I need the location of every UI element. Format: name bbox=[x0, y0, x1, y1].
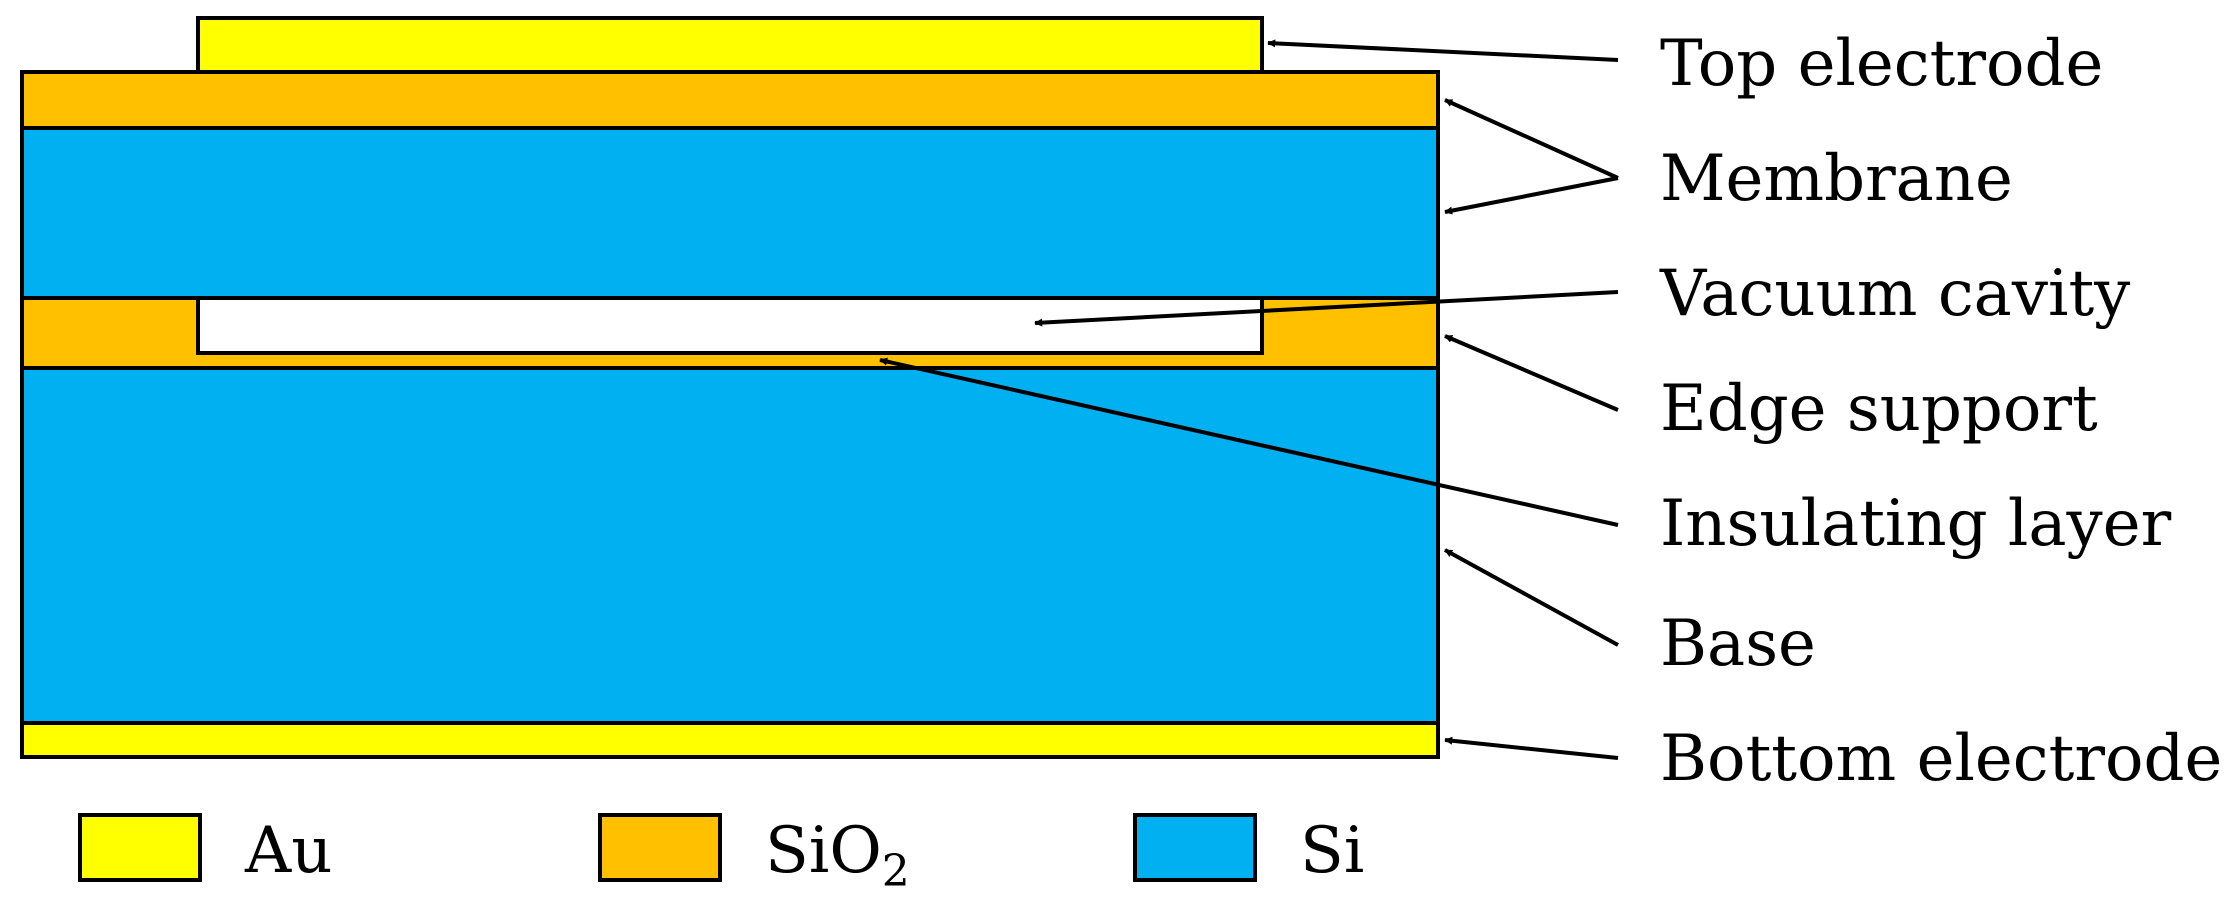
membrane-arrow-lower bbox=[1444, 176, 1619, 215]
legend-label-sio2-base: SiO bbox=[765, 814, 882, 888]
top-electrode-layer bbox=[196, 16, 1264, 74]
legend-label-sio2: SiO2 bbox=[765, 814, 910, 897]
legend: Au SiO2 Si bbox=[78, 813, 1364, 897]
insulating-layer-label: Insulating layer bbox=[1660, 487, 2172, 561]
legend-swatch-au bbox=[78, 813, 202, 882]
legend-label-au: Au bbox=[244, 814, 332, 888]
bottom-electrode-label: Bottom electrode bbox=[1660, 722, 2222, 796]
base-label: Base bbox=[1660, 607, 1816, 681]
legend-swatch-sio2 bbox=[598, 813, 722, 882]
legend-swatch-si bbox=[1133, 813, 1257, 882]
top-electrode-label: Top electrode bbox=[1660, 27, 2103, 101]
legend-label-sio2-subscript: 2 bbox=[882, 846, 910, 897]
bottom-electrode-arrow bbox=[1444, 736, 1619, 760]
edge-support-label: Edge support bbox=[1660, 372, 2098, 446]
vacuum-cavity-arrow bbox=[1034, 290, 1619, 327]
vacuum-cavity-label: Vacuum cavity bbox=[1659, 257, 2130, 331]
edge-support-arrow bbox=[1444, 334, 1619, 412]
membrane-silicon-layer bbox=[20, 126, 1440, 300]
insulating-layer-arrow bbox=[879, 357, 1619, 527]
base-arrow bbox=[1444, 548, 1619, 647]
base-silicon-layer bbox=[20, 366, 1440, 725]
membrane-arrow-upper bbox=[1444, 98, 1619, 180]
legend-label-si: Si bbox=[1300, 814, 1364, 888]
top-electrode-arrow bbox=[1267, 39, 1619, 62]
vacuum-cavity bbox=[196, 296, 1264, 355]
membrane-oxide-layer bbox=[20, 70, 1440, 130]
bottom-electrode-layer bbox=[20, 721, 1440, 759]
membrane-label: Membrane bbox=[1660, 142, 2013, 216]
